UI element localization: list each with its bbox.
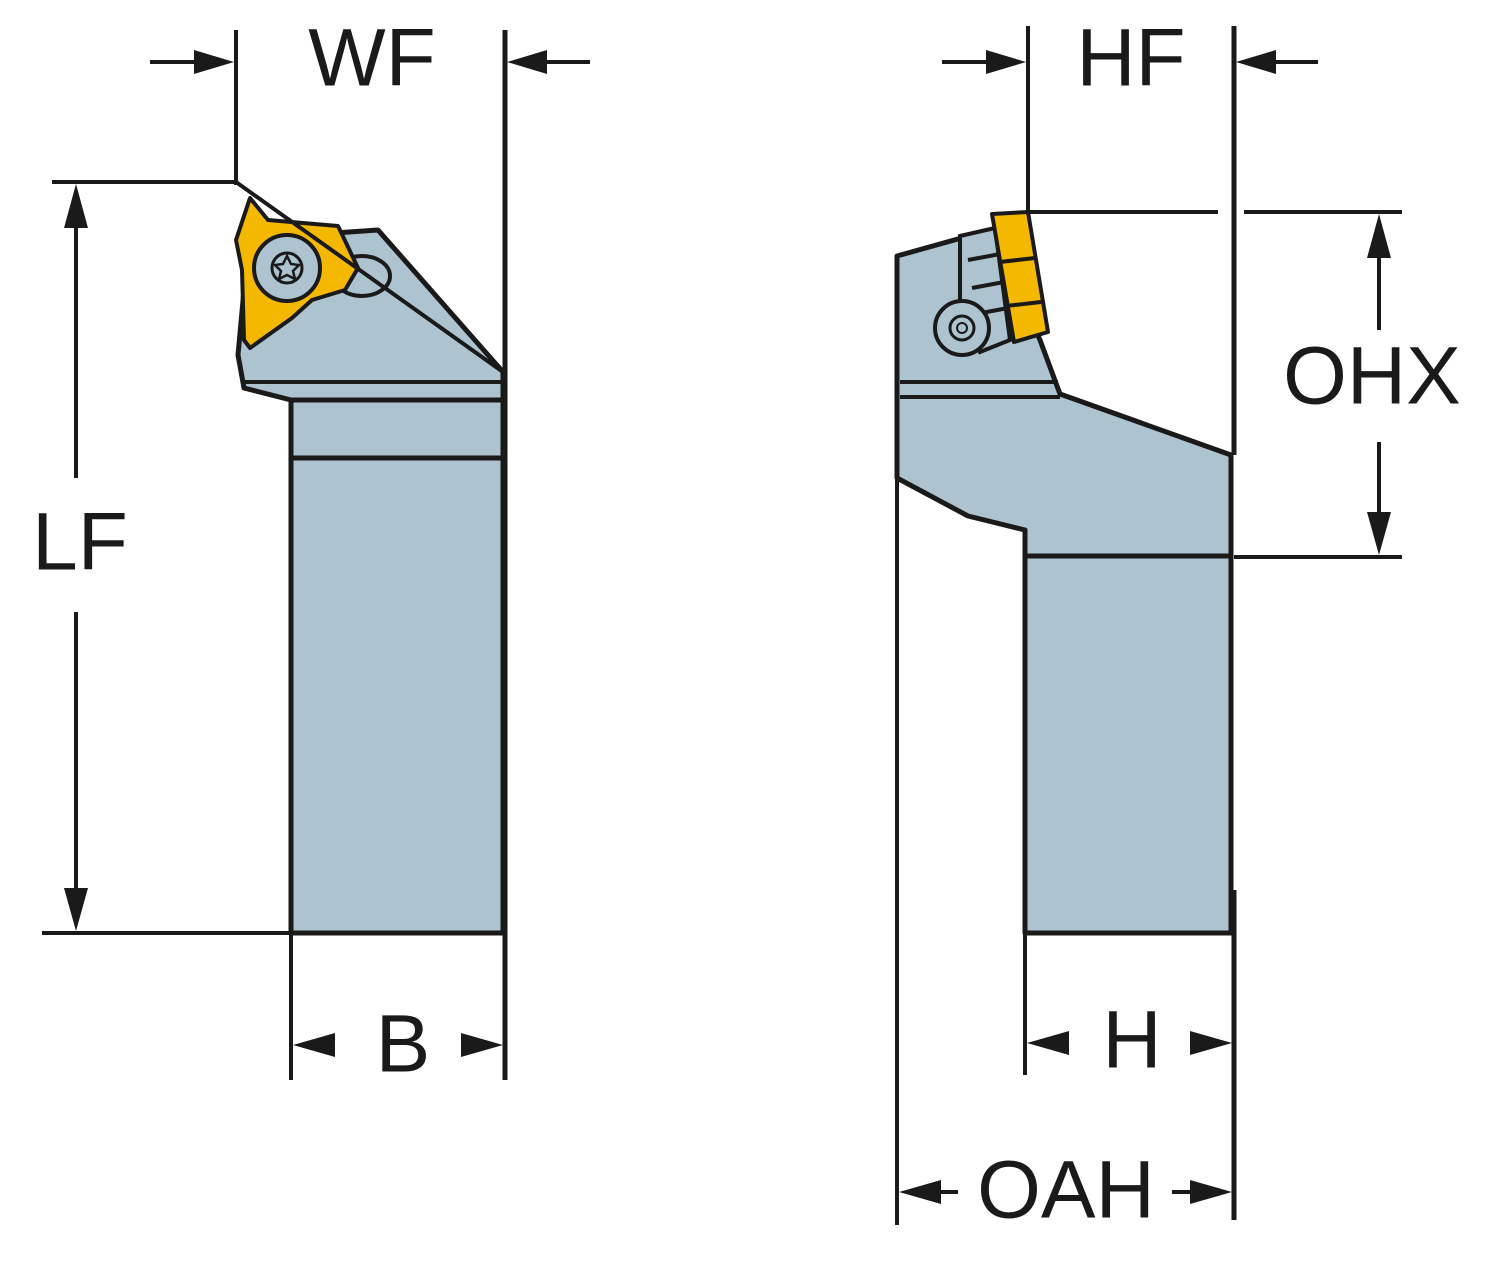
side-insert <box>990 210 1050 344</box>
front-shank <box>288 452 506 936</box>
dim-label-ohx: OHX <box>1283 331 1461 422</box>
dim-label-h: H <box>1102 995 1161 1086</box>
dim-label-wf: WF <box>308 13 435 104</box>
dim-label-b: B <box>376 999 431 1090</box>
dim-label-oah: OAH <box>977 1145 1155 1236</box>
front-view: WF LF B <box>32 13 590 1090</box>
side-head <box>894 227 1234 559</box>
dim-label-hf: HF <box>1076 13 1185 104</box>
dim-label-lf: LF <box>32 497 128 588</box>
front-head-neck <box>288 395 506 461</box>
side-shank <box>1022 552 1234 936</box>
side-view: HF OHX H OAH <box>894 13 1461 1236</box>
